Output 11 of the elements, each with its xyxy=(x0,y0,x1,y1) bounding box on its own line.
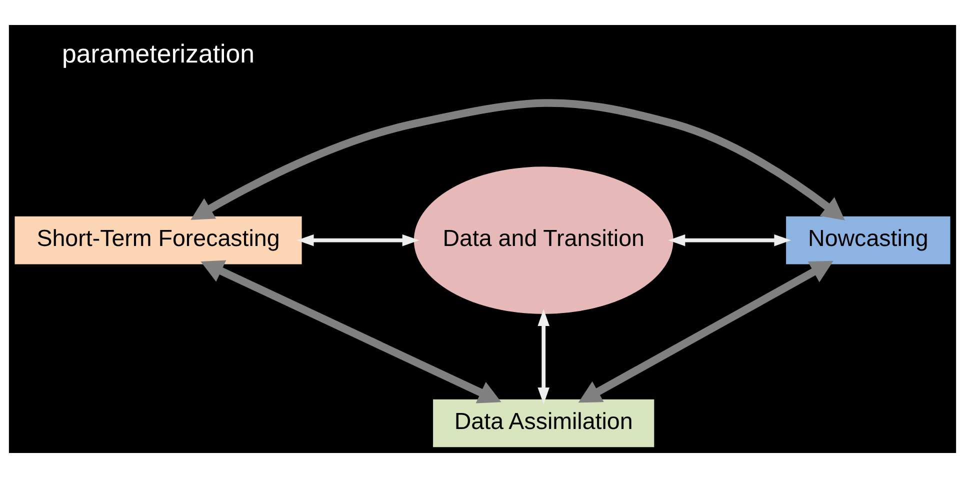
arrow xyxy=(668,234,792,246)
node-box: Nowcasting xyxy=(784,215,952,266)
arrow xyxy=(200,260,502,404)
arrow xyxy=(190,99,845,220)
arrow xyxy=(296,234,420,246)
node-box: Short-Term Forecasting xyxy=(13,215,304,266)
label: parameterization xyxy=(62,40,255,68)
node-ellipse: Data and Transition xyxy=(412,165,675,316)
arrow xyxy=(578,260,834,403)
arrow xyxy=(538,309,550,404)
node-box: Data Assimilation xyxy=(432,398,656,448)
